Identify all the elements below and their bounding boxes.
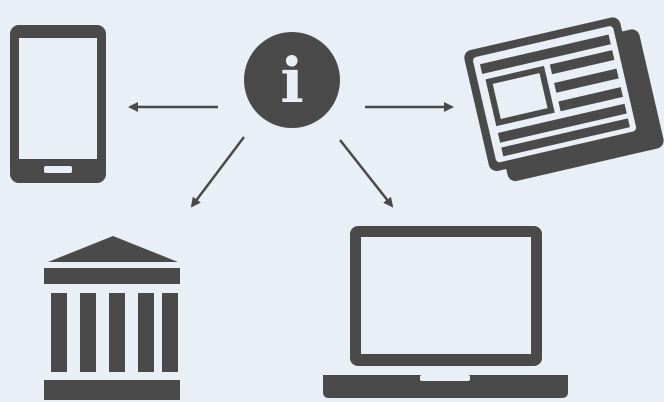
bank-building-icon: [44, 236, 180, 400]
arrow-to-bank: [190, 136, 245, 208]
laptop-icon: [323, 226, 568, 398]
newspaper-icon: [464, 17, 664, 182]
info-symbol: i: [280, 44, 304, 117]
arrows: [128, 102, 454, 208]
info-icon: i: [244, 32, 340, 128]
smartphone-icon: [10, 25, 106, 183]
arrow-to-laptop: [339, 139, 394, 208]
